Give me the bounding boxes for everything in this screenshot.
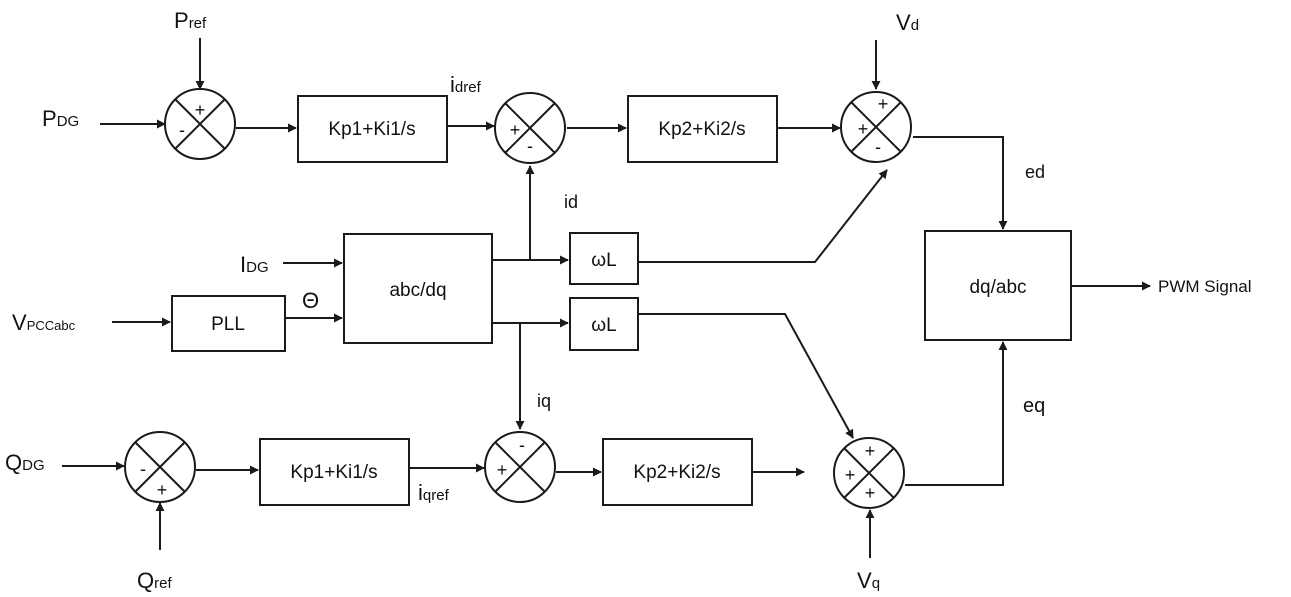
sign-6-top: + [865,441,876,461]
wire-ed [913,136,1008,230]
block-pi-p-inner: Kp2+Ki2/s [627,95,778,163]
block-abc-dq-label: abc/dq [389,280,446,301]
label-v-q-main: V [857,568,872,593]
sign-5-left: + [497,460,508,480]
label-i-qref: iqref [418,480,450,505]
block-dq-abc-label: dq/abc [969,277,1026,298]
sign-3-bottom: - [875,137,881,157]
sign-4-bottom: + [157,480,168,500]
label-q-dg: QDG [5,450,45,475]
block-abc-dq: abc/dq [343,233,493,344]
label-q-ref-sub: ref [154,575,172,592]
block-omega-l-bottom-label: ωL [591,315,616,336]
summing-junction-2: + - [494,92,566,164]
label-p-ref: Pref [174,8,207,33]
label-i-qref-sub: qref [423,487,450,504]
sign-1-left: - [179,120,185,140]
block-pi-q-inner: Kp2+Ki2/s [602,438,753,506]
summing-junction-3: + + - [840,91,912,163]
label-v-d-sub: d [911,17,919,34]
label-e-q: eq [1023,395,1045,417]
label-v-d-main: V [896,10,911,35]
wire-eq [905,341,1008,486]
label-i-d: id [564,192,578,212]
wire-omega-top-sum3 [638,169,888,263]
wire-omega-bottom-sum6 [638,313,854,439]
summing-junction-4: - + [124,431,196,503]
block-pi-p-outer-label: Kp1+Ki1/s [328,119,415,140]
label-v-pcc-main: V [12,310,27,335]
label-q-dg-main: Q [5,450,22,475]
sign-3-top: + [878,94,889,114]
label-i-dref: idref [450,72,482,97]
wires [62,38,1151,558]
summing-junction-5: - + [484,431,556,503]
label-p-ref-main: P [174,8,189,33]
sign-6-left: + [845,465,856,485]
summing-junction-6: + + + [833,437,905,509]
label-pwm-signal: PWM Signal [1158,277,1252,296]
label-v-pcc-sub: PCCabc [27,318,76,333]
label-v-pcc: VPCCabc [12,310,76,335]
summing-junction-1: + - [164,88,236,160]
label-i-qref-main: i [418,480,423,505]
sign-1-top: + [195,100,206,120]
label-p-dg: PDG [42,106,79,131]
label-q-ref: Qref [137,568,172,593]
label-i-dref-sub: dref [455,79,482,96]
sign-5-top: - [519,435,525,455]
block-pll-label: PLL [211,314,245,335]
label-e-d: ed [1025,162,1045,182]
block-pi-p-inner-label: Kp2+Ki2/s [658,119,745,140]
label-i-dg-main: I [240,252,246,277]
sign-3-left: + [858,119,869,139]
label-q-dg-sub: DG [22,457,45,474]
sign-2-bottom: - [527,136,533,156]
label-theta: Θ [302,288,319,313]
label-i-dg: IDG [240,252,269,277]
label-i-dref-main: i [450,72,455,97]
label-v-q: Vq [857,568,880,593]
label-i-q: iq [537,391,551,411]
block-dq-abc: dq/abc [924,230,1072,341]
block-omega-l-top-label: ωL [591,250,616,271]
sign-2-left: + [510,120,521,140]
label-q-ref-main: Q [137,568,154,593]
block-pi-q-outer-label: Kp1+Ki1/s [290,462,377,483]
block-pi-q-inner-label: Kp2+Ki2/s [633,462,720,483]
block-pll: PLL [171,295,286,352]
sign-4-left: - [140,459,146,479]
label-v-q-sub: q [872,575,880,592]
label-v-d: Vd [896,10,919,35]
label-p-ref-sub: ref [189,15,207,32]
block-omega-l-bottom: ωL [569,297,639,351]
label-p-dg-sub: DG [57,113,80,130]
label-p-dg-main: P [42,106,57,131]
label-i-dg-sub: DG [246,259,269,276]
block-pi-q-outer: Kp1+Ki1/s [259,438,410,506]
sign-6-bottom: + [865,483,876,503]
block-omega-l-top: ωL [569,232,639,285]
block-pi-p-outer: Kp1+Ki1/s [297,95,448,163]
